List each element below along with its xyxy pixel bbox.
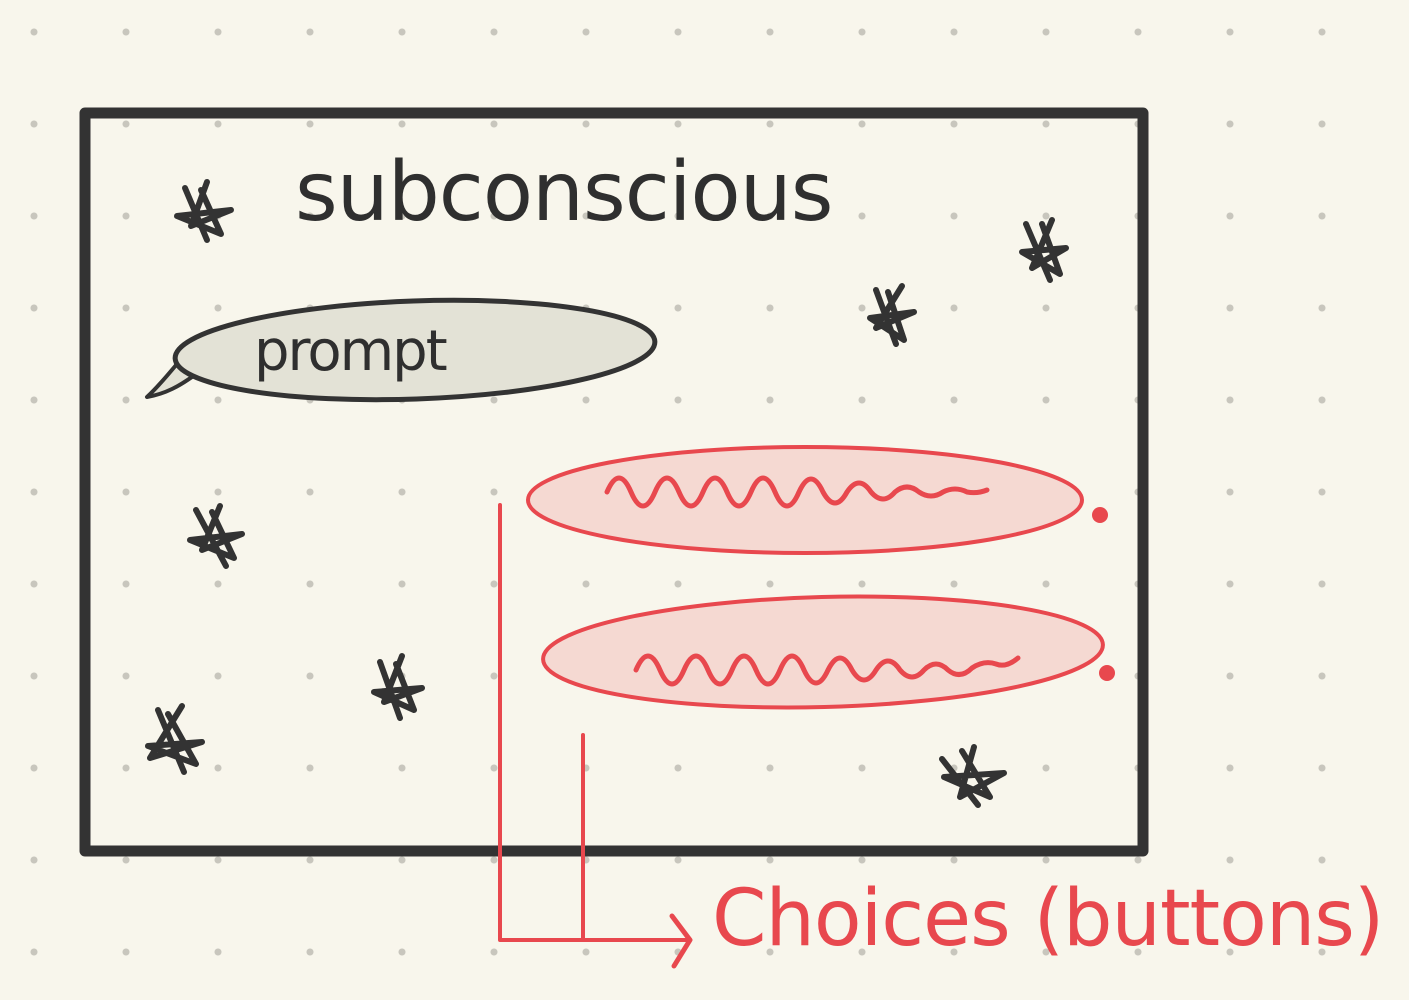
star-icon — [867, 283, 917, 347]
choice-dot — [1099, 665, 1115, 681]
star-icon — [145, 703, 205, 775]
star-icon — [939, 744, 1007, 808]
choice-dot — [1092, 507, 1108, 523]
choices-callout-arrow — [498, 503, 693, 969]
choice-button-2 — [541, 594, 1115, 710]
arrow-head-icon — [669, 913, 693, 969]
choice-squiggle — [604, 475, 990, 509]
prompt-bubble: prompt — [145, 297, 658, 403]
star-icon — [174, 179, 234, 243]
star-icon — [371, 653, 425, 721]
choice-oval — [541, 594, 1105, 710]
frame-title: subconscious — [295, 145, 832, 240]
star-icon — [187, 503, 245, 569]
star-icon — [1019, 217, 1069, 283]
choices-label: Choices (buttons) — [712, 874, 1383, 964]
choice-button-1 — [526, 445, 1108, 555]
subconscious-frame — [79, 107, 1149, 857]
prompt-label: prompt — [254, 319, 447, 384]
choice-oval — [526, 445, 1084, 555]
speech-bubble-body — [172, 297, 658, 403]
choice-squiggle — [633, 653, 1021, 687]
